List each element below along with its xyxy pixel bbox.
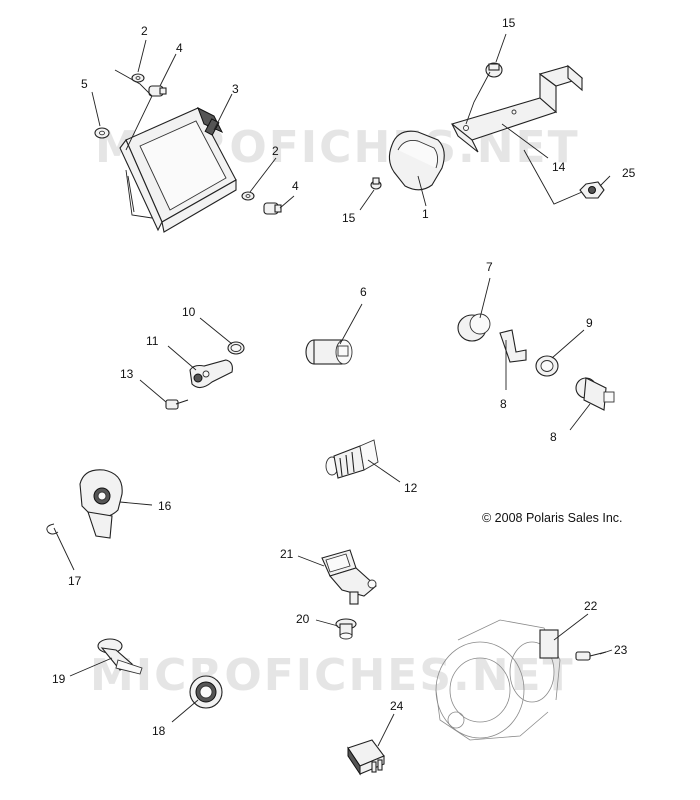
part-24-relay[interactable] <box>347 739 385 776</box>
callout-1: 1 <box>422 207 429 221</box>
callout-8-upper: 8 <box>500 397 507 411</box>
callout-8-lower: 8 <box>550 430 557 444</box>
part-1-ecu-cover[interactable] <box>388 130 445 191</box>
callout-18: 18 <box>152 724 166 738</box>
part-15-push-rivet-top[interactable] <box>485 62 503 78</box>
callout-21: 21 <box>280 547 294 561</box>
callout-2-lower: 2 <box>272 144 279 158</box>
leader-lines <box>53 33 613 747</box>
part-17-clip[interactable] <box>46 523 59 535</box>
part-4-bolt-top[interactable] <box>148 85 167 97</box>
part-6-sensor[interactable] <box>305 339 353 365</box>
part-8-clip[interactable] <box>499 329 527 363</box>
callout-4-lower: 4 <box>292 179 299 193</box>
part-8-sensor[interactable] <box>575 377 615 411</box>
callout-13: 13 <box>120 367 134 381</box>
callout-4-top: 4 <box>176 41 183 55</box>
callout-23: 23 <box>614 643 628 657</box>
part-20-fitting[interactable] <box>335 618 357 640</box>
callout-14: 14 <box>552 160 566 174</box>
callout-16: 16 <box>158 499 172 513</box>
part-25-nut[interactable] <box>579 181 605 199</box>
part-12-temp-sensor[interactable] <box>325 439 379 479</box>
copyright-notice: © 2008 Polaris Sales Inc. <box>482 511 623 525</box>
part-15-push-rivet-lower[interactable] <box>370 177 382 190</box>
part-2-washer-lower[interactable] <box>241 191 255 201</box>
callout-3: 3 <box>232 82 239 96</box>
callout-labels: 2 4 3 5 2 4 15 15 1 14 25 6 10 11 13 7 9… <box>52 16 636 738</box>
part-5-grommet[interactable] <box>94 127 110 139</box>
callout-25: 25 <box>622 166 636 180</box>
part-22-throttle-body[interactable] <box>435 619 561 741</box>
callout-22: 22 <box>584 599 598 613</box>
part-4-bolt-lower[interactable] <box>263 202 282 215</box>
callout-19: 19 <box>52 672 66 686</box>
callout-7: 7 <box>486 260 493 274</box>
callout-9: 9 <box>586 316 593 330</box>
callout-15-lower: 15 <box>342 211 356 225</box>
callout-17: 17 <box>68 574 82 588</box>
part-2-washer-top[interactable] <box>131 73 145 83</box>
callout-24: 24 <box>390 699 404 713</box>
callout-11: 11 <box>146 334 159 348</box>
part-16-knock-sensor[interactable] <box>79 469 123 539</box>
part-11-elbow-sensor[interactable] <box>189 359 233 389</box>
callout-2-top: 2 <box>141 24 148 38</box>
part-3-ecu[interactable] <box>119 106 237 233</box>
part-21-map-sensor[interactable] <box>321 549 377 605</box>
part-14-bracket[interactable] <box>450 64 584 153</box>
part-10-o-ring[interactable] <box>227 341 245 355</box>
callout-12: 12 <box>404 481 418 495</box>
callout-20: 20 <box>296 612 310 626</box>
part-9-seal[interactable] <box>535 355 559 377</box>
callout-15-top: 15 <box>502 16 516 30</box>
part-19-injector[interactable] <box>97 638 143 675</box>
part-7-cap[interactable] <box>457 313 491 342</box>
callout-5: 5 <box>81 77 88 91</box>
callout-6: 6 <box>360 285 367 299</box>
part-13-bolt[interactable] <box>165 399 189 410</box>
watermark-bottom: MICROFICHES.NET <box>90 650 575 701</box>
callout-10: 10 <box>182 305 196 319</box>
